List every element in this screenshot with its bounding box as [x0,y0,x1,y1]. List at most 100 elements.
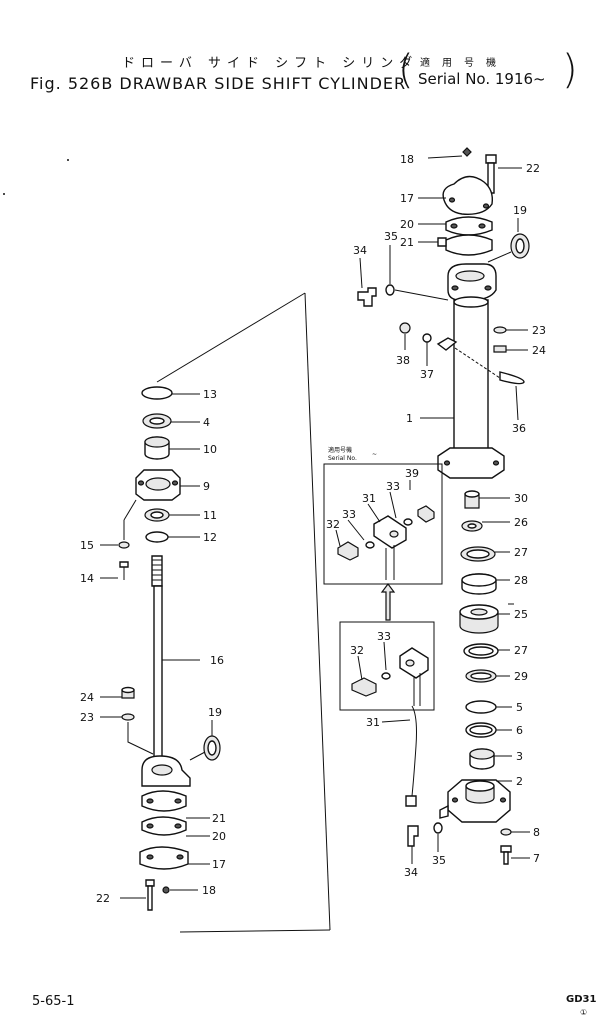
callout-32-inset: 32 [326,518,340,531]
inset-part-33-ring-right [403,518,413,526]
part-14-bolt [119,561,129,568]
scan-dot [3,193,5,195]
part-12-o-ring [145,531,169,543]
part-35-o-ring-bottom [433,822,443,834]
part-cylinder-mount [447,263,497,301]
part-8-washer [500,828,512,836]
callout-25: 25 [514,608,528,621]
inset-part-32-elbow [337,541,359,561]
part-22-bolt-top [485,154,497,164]
callout-39: 39 [405,467,419,480]
serial-applicable-label: 適用号機 [420,58,508,69]
connector-line [156,292,306,383]
callout-23-left: 23 [80,711,94,724]
connector-line [179,929,331,933]
callout-35-bottom: 35 [432,854,446,867]
part-35-o-ring [385,284,395,296]
part-37-washer [422,333,432,343]
part-24-nut-right [493,345,507,353]
callout-30: 30 [514,492,528,505]
callout-24-right: 24 [532,344,546,357]
callout-17-right: 17 [400,192,414,205]
part-21-clamp [141,790,187,812]
callout-34-right: 34 [353,244,367,257]
part-38-nut [399,322,411,334]
callout-18-left: 18 [202,884,216,897]
inset-label-jp: 適用号機 [328,446,352,454]
callout-22-left: 22 [96,892,110,905]
part-17-top-cap [442,175,494,215]
right-assembly: 18 22 17 19 20 [323,147,546,879]
callout-2: 2 [516,775,523,788]
part-33-ring [381,672,391,680]
callout-33-inset-a: 33 [386,480,400,493]
part-20-clamp-right [445,216,493,236]
model-code: GD31 [566,994,597,1005]
part-7-bolt [500,845,512,853]
callout-13: 13 [203,388,217,401]
inset-part-33-ring-left [365,541,375,549]
figure-title: Fig. 526B DRAWBAR SIDE SHIFT CYLINDER [30,74,407,93]
callout-31-inset: 31 [362,492,376,505]
part-5-o-ring [465,700,497,714]
callout-4: 4 [203,416,210,429]
part-23-washer-right [493,326,507,334]
part-15-washer [118,541,130,549]
callout-20-right: 20 [400,218,414,231]
callout-19-left: 19 [208,706,222,719]
callout-32-box2: 32 [350,644,364,657]
revision-mark: ① [580,1008,588,1017]
serial-bracket-left: ( [398,47,414,93]
callout-24-left: 24 [80,691,94,704]
callout-16: 16 [210,654,224,667]
inset-box-serial [323,463,443,585]
part-13-o-ring [141,386,173,400]
part-18-grease-nipple [162,886,170,894]
inset-box-standard [339,621,435,711]
replacement-arrow [380,583,396,621]
callout-17-left: 17 [212,858,226,871]
part-20-clamp [141,816,187,836]
callout-15: 15 [80,539,94,552]
part-21-clamp-right [445,234,493,256]
callout-21-left: 21 [212,812,226,825]
page-number: 5-65-1 [32,994,75,1009]
callout-7: 7 [533,852,540,865]
scan-dot [67,159,69,161]
callout-37: 37 [420,368,434,381]
part-16-piston-rod [153,585,163,767]
callout-14: 14 [80,572,94,585]
callout-26: 26 [514,516,528,529]
callout-33-inset-b: 33 [342,508,356,521]
callout-3: 3 [516,750,523,763]
callout-22-right: 22 [526,162,540,175]
japanese-title: ドローバ サイド シフト シリンダ [122,56,419,71]
callout-33-box2: 33 [377,630,391,643]
part-22-bolt [145,879,155,887]
inset-label-en: Serial No. [328,455,357,462]
callout-28: 28 [514,574,528,587]
callout-9: 9 [203,480,210,493]
callout-31-bottom: 31 [366,716,380,729]
part-34-elbow [357,287,377,307]
part-18-grease-nipple-top [462,147,472,157]
callout-21-right: 21 [400,236,414,249]
serial-number: Serial No. 1916~ [418,70,546,88]
left-assembly: 13 4 10 9 11 12 [80,292,331,933]
serial-bracket-right: ) [562,47,578,93]
callout-35-right: 35 [384,230,398,243]
callout-12: 12 [203,531,217,544]
callout-36: 36 [512,422,526,435]
callout-19-right: 19 [513,204,527,217]
callout-11: 11 [203,509,217,522]
callout-27-upper: 27 [514,546,528,559]
part-34-elbow-bottom [407,825,419,847]
inset-label-range: ~ [372,451,377,458]
callout-5: 5 [516,701,523,714]
callout-23-right: 23 [532,324,546,337]
callout-20-left: 20 [212,830,226,843]
callout-8: 8 [533,826,540,839]
callout-10: 10 [203,443,217,456]
